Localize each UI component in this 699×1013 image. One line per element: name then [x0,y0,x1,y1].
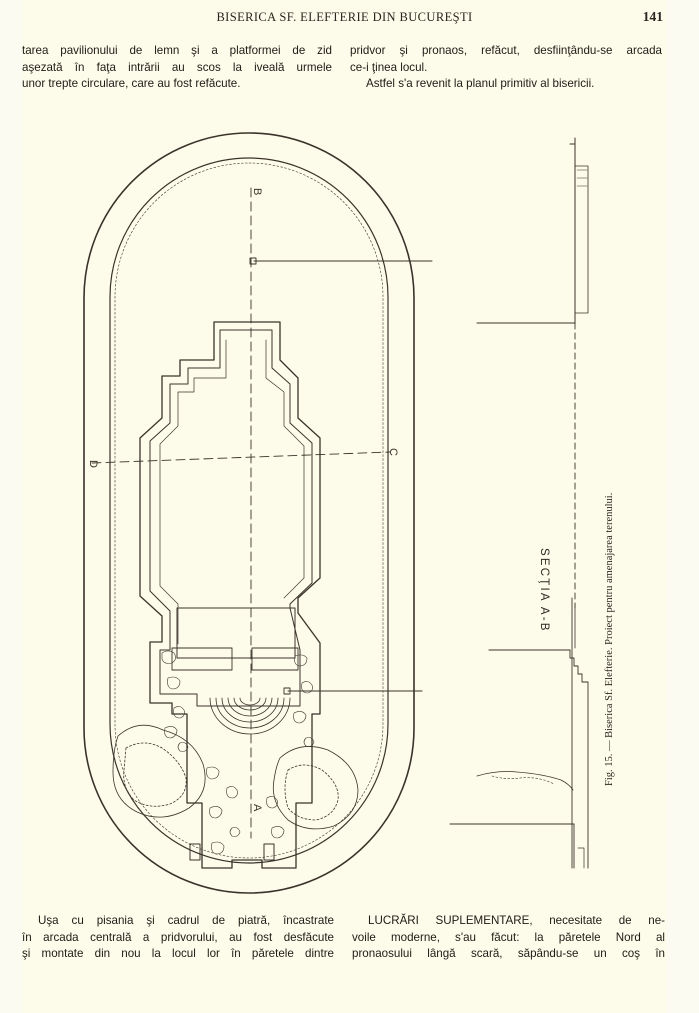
plan-label-b: B [251,188,263,195]
leader-marker-top [249,257,257,265]
plan-label-d: D [87,460,99,468]
section-line-dc [91,451,391,464]
pronaos-left [171,647,233,671]
text-line: pronaosului lângă scară, săpându-se un c… [352,947,665,960]
text-line: aşezată în faţa intrării au scos la ivea… [22,60,332,74]
text-line: Uşa cu pisania şi cadrul de piatră, înca… [38,914,334,927]
section-elevation [449,137,589,869]
text-line: tarea pavilionului de lemn şi a platform… [22,44,332,57]
nave-inner-line-right [265,339,305,599]
enclosure-outer [83,132,415,894]
nave-inner-line [159,339,227,645]
gate-left-post [189,843,201,861]
running-head: BISERICA SF. ELEFTERIE DIN BUCUREŞTI 141 [22,8,667,28]
circular-steps [209,697,291,735]
narthex-block [176,607,296,659]
text-line: voile moderne, s'au făcut: la păretele N… [352,930,665,944]
page-number: 141 [642,9,663,24]
plan-label-a: A [251,804,263,812]
leader-marker-bottom [283,687,291,695]
shrub-left [112,724,206,818]
figure-caption: Fig. 15. — Biserica Sf. Elefterie. Proie… [604,408,622,788]
site-plan-drawing: B A D C [83,132,589,894]
paving-stones [161,650,315,855]
text-line: ce-i ţinea locul. [350,60,428,74]
enclosure-inner [109,157,389,864]
pronaos-right [251,647,299,671]
figure-caption-text: Fig. 15. — Biserica Sf. Elefterie. Proie… [604,492,615,786]
gate-right-post [263,843,275,861]
text-line: LUCRĂRI SUPLEMENTARE, necesitate de ne- [368,914,665,927]
top-right-column: pridvor şi pronaos, refăcut, desfiinţând… [350,43,662,93]
church-outline-outer [139,321,321,869]
site-plan-figure: B A D C SECŢIA A-B Fig. 15. — Biserica S… [22,108,667,898]
text-line: în arcada centrală a pridvorului, au fos… [22,930,334,944]
bottom-right-column: LUCRĂRI SUPLEMENTARE, necesitate de ne- … [352,913,665,963]
text-line: unor trepte circulare, care au fost refă… [22,77,241,90]
section-label: SECŢIA A-B [538,548,568,668]
text-line: Astfel s'a revenit la planul primitiv al… [366,77,595,90]
section-label-text: SECŢIA A-B [538,548,550,633]
text-line: pridvor şi pronaos, refăcut, desfiinţând… [350,44,662,57]
bottom-left-column: Uşa cu pisania şi cadrul de piatră, înca… [22,913,334,963]
text-line: şi montate din nou la locul lor în păret… [22,947,334,960]
running-title: BISERICA SF. ELEFTERIE DIN BUCUREŞTI [216,10,473,24]
church-outline-inner [149,329,313,707]
book-page: BISERICA SF. ELEFTERIE DIN BUCUREŞTI 141… [22,0,667,1013]
plan-label-c: C [387,448,399,456]
enclosure-hatch [114,162,384,859]
top-left-column: tarea pavilionului de lemn şi a platform… [22,43,332,93]
shrub-right [272,746,359,830]
